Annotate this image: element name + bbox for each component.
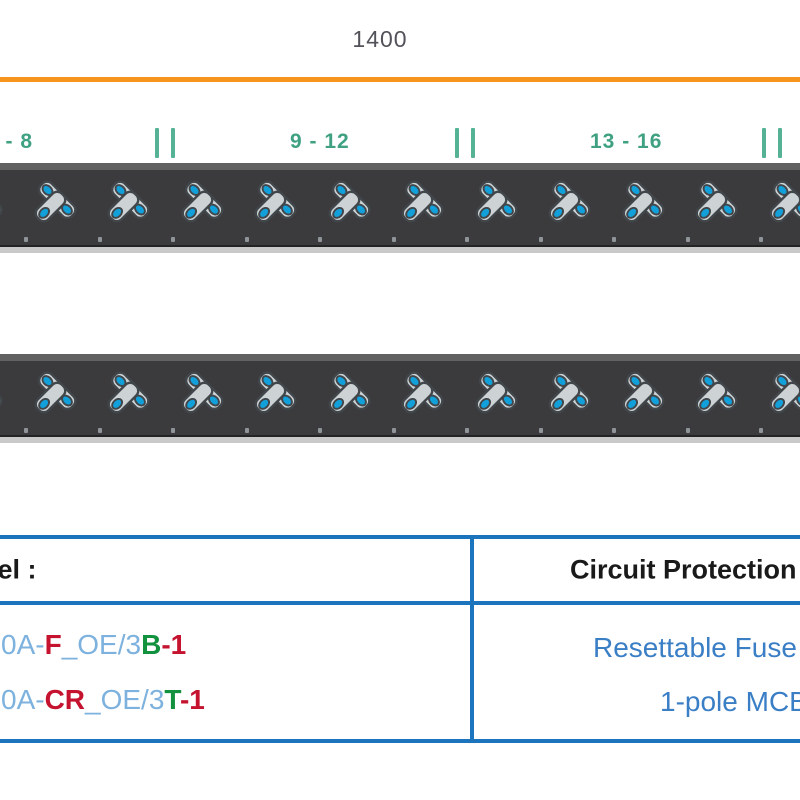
port-number-mark (244, 237, 249, 242)
group-separator-tick (455, 128, 459, 158)
port-number-mark (759, 237, 763, 242)
t-connector-icon (548, 180, 591, 223)
model-segment: F (44, 629, 62, 660)
t-connector-icon (548, 371, 591, 414)
t-connector-icon (181, 371, 223, 414)
group-separator-tick (155, 128, 159, 158)
t-connector-icon (181, 180, 223, 223)
protection-header-cell: Circuit Protection (470, 539, 800, 601)
connector-strip-top (0, 163, 800, 253)
t-connector-icon (622, 371, 664, 414)
port-number-mark (465, 237, 469, 242)
bar-top-bevel (0, 354, 800, 361)
port-number-mark (685, 428, 690, 433)
port-group-label-13-16: 13 - 16 (590, 130, 663, 153)
model-segment: -1 (179, 684, 205, 715)
bar-bottom-strip (0, 437, 800, 443)
t-connector-icon (475, 180, 517, 223)
port-number-mark (318, 237, 322, 242)
port-number-mark (759, 428, 763, 433)
port-number-mark (685, 237, 690, 242)
t-connector-icon (0, 180, 3, 220)
model-header-cell: Model : (0, 539, 470, 601)
t-connector-icon (401, 180, 444, 223)
group-separator-tick (471, 128, 475, 158)
model-segment: -1 (161, 629, 187, 660)
t-connector-icon (107, 180, 150, 223)
port-number-mark (318, 428, 322, 433)
bar-top-bevel (0, 163, 800, 170)
protection-row-2: 1-pole MCB (660, 686, 800, 717)
t-connector-icon (475, 371, 517, 414)
port-number-mark (538, 428, 543, 433)
t-connector-icon (695, 371, 738, 414)
spec-table: Model : Circuit Protection 0A-F_OE/3B-1 … (0, 535, 800, 743)
protection-header-label: Circuit Protection (570, 554, 797, 585)
model-segment: _OE/3 (61, 629, 142, 660)
model-body-cell: 0A-F_OE/3B-1 0A-CR_OE/3T-1 (0, 601, 470, 739)
port-group-label-5-8: 5 - 8 (0, 130, 34, 153)
port-number-mark (244, 428, 249, 433)
t-connector-icon (401, 371, 444, 414)
group-separator-tick (171, 128, 175, 158)
t-connector-icon (328, 180, 370, 223)
model-segment: 0A- (1, 684, 45, 715)
port-number-mark (24, 237, 28, 242)
port-group-label-9-12: 9 - 12 (290, 130, 350, 153)
port-number-mark (391, 428, 396, 433)
model-segment: B (141, 629, 162, 660)
t-connector-icon (622, 180, 664, 223)
model-header-label: Model : (0, 554, 37, 585)
port-number-mark (97, 237, 102, 242)
model-segment: 0A- (1, 629, 45, 660)
t-connector-icon (0, 371, 3, 411)
dimension-line (0, 77, 800, 82)
t-connector-icon (769, 371, 800, 414)
connector-strip-bottom (0, 354, 800, 443)
model-segment: CR (44, 684, 86, 715)
port-number-mark (391, 237, 396, 242)
port-number-mark (612, 428, 616, 433)
model-segment: T (164, 684, 180, 715)
model-number-row-1: 0A-F_OE/3B-1 (1, 629, 186, 661)
t-connector-icon (34, 371, 76, 414)
port-number-mark (97, 428, 102, 433)
port-number-mark (24, 428, 28, 433)
group-separator-tick (778, 128, 782, 158)
port-number-mark (465, 428, 469, 433)
port-number-mark (538, 237, 543, 242)
model-number-row-2: 0A-CR_OE/3T-1 (1, 684, 205, 716)
protection-row-1: Resettable Fuse (593, 632, 797, 663)
group-separator-tick (762, 128, 766, 158)
t-connector-icon (107, 371, 150, 414)
t-connector-icon (34, 180, 76, 223)
port-number-mark (171, 237, 175, 242)
t-connector-icon (695, 180, 738, 223)
bar-bottom-strip (0, 247, 800, 253)
protection-body-cell: Resettable Fuse 1-pole MCB (470, 601, 800, 739)
port-number-mark (171, 428, 175, 433)
t-connector-icon (254, 180, 297, 223)
dimension-value: 1400 (352, 26, 408, 52)
model-segment: _OE/3 (85, 684, 165, 715)
t-connector-icon (254, 371, 297, 414)
t-connector-icon (328, 371, 370, 414)
port-number-mark (612, 237, 616, 242)
t-connector-icon (769, 180, 800, 223)
